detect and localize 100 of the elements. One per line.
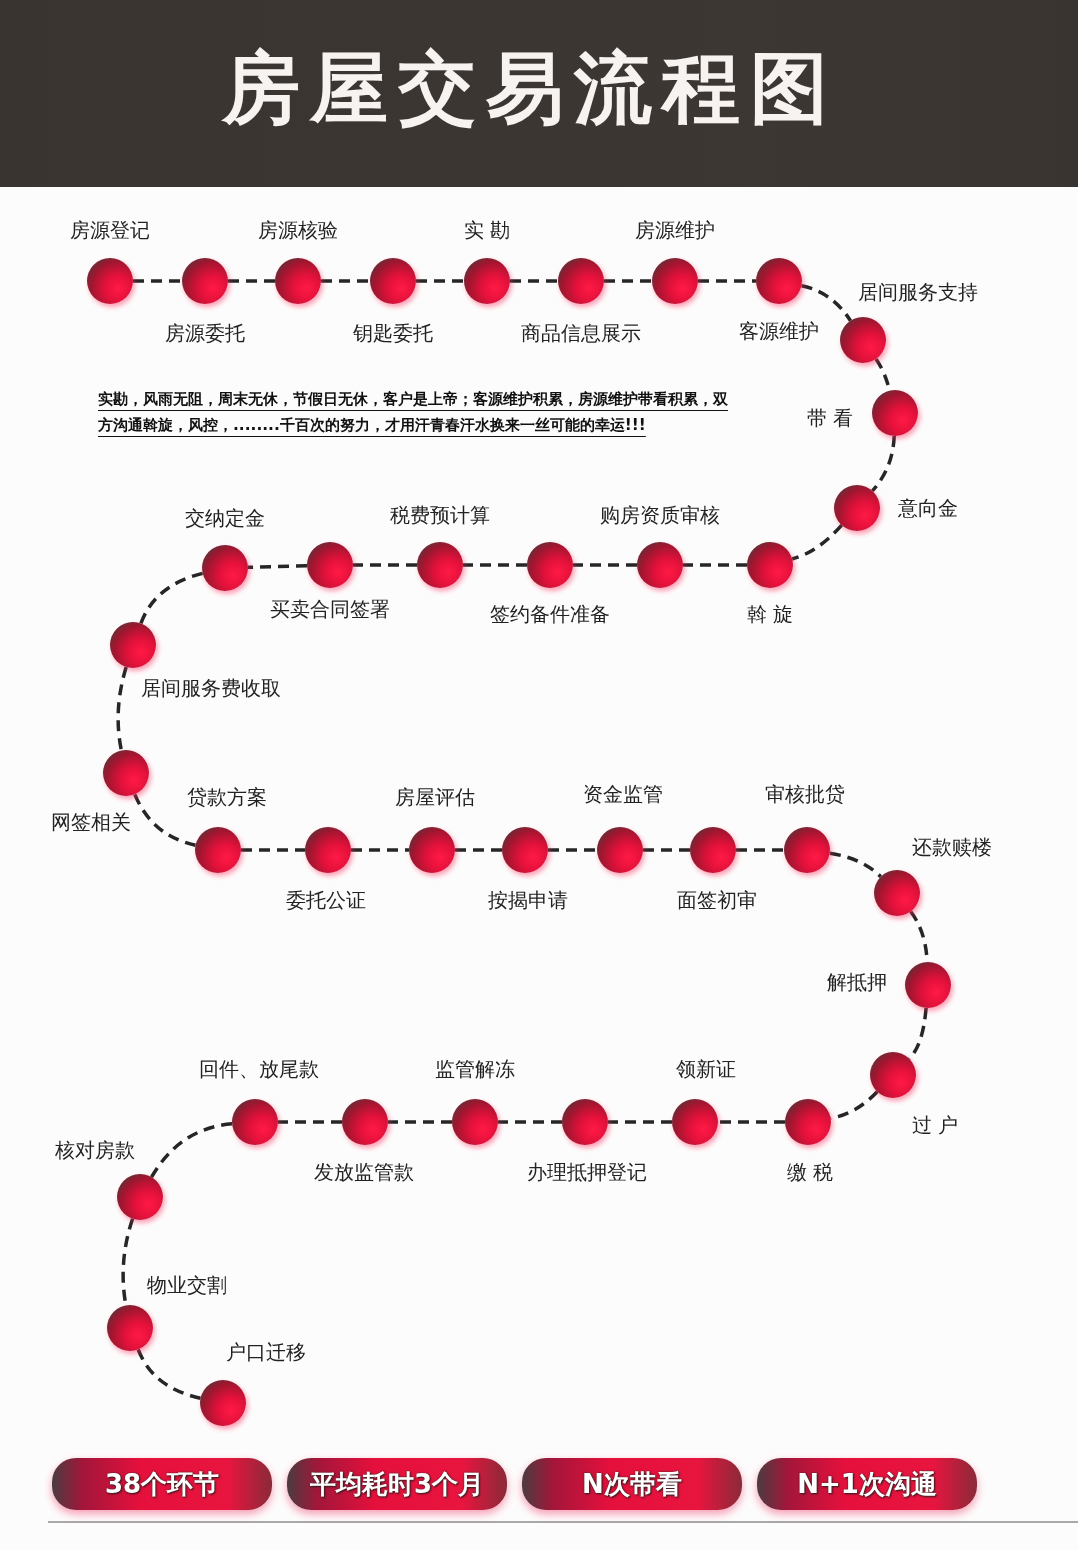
- step-dot: [905, 962, 951, 1008]
- dashed-connector: [871, 435, 896, 493]
- dashed-connector: [736, 848, 784, 852]
- step-label: 买卖合同签署: [270, 596, 390, 622]
- step-dot: [785, 1099, 831, 1145]
- step-label: 面签初审: [677, 887, 757, 913]
- step-dot: [502, 827, 548, 873]
- step-label: 回件、放尾款: [199, 1056, 319, 1082]
- dashed-connector: [801, 284, 852, 322]
- step-dot: [834, 485, 880, 531]
- dashed-connector: [150, 1122, 233, 1179]
- step-dot: [672, 1099, 718, 1145]
- stat-text: 平均耗时3个月: [309, 1467, 485, 1501]
- step-dot: [747, 542, 793, 588]
- step-dot: [342, 1099, 388, 1145]
- step-dot: [527, 542, 573, 588]
- title: 房屋交易流程图: [220, 42, 839, 135]
- step-dot: [872, 390, 918, 436]
- step-label: 还款赎楼: [912, 834, 992, 860]
- step-dot: [200, 1380, 246, 1426]
- step-dot: [110, 622, 156, 668]
- step-label: 过 户: [911, 1112, 959, 1138]
- step-dot: [182, 258, 228, 304]
- dashed-connector: [573, 563, 637, 567]
- step-dot: [597, 827, 643, 873]
- step-label: 房屋评估: [395, 784, 475, 810]
- step-dot: [232, 1099, 278, 1145]
- step-dot: [305, 827, 351, 873]
- step-label: 物业交割: [147, 1272, 227, 1298]
- step-dot: [452, 1099, 498, 1145]
- step-dot: [195, 827, 241, 873]
- step-dot: [409, 827, 455, 873]
- step-label: 房源维护: [635, 217, 715, 243]
- step-label: 交纳定金: [185, 505, 265, 531]
- step-dot: [652, 258, 698, 304]
- step-dot: [307, 542, 353, 588]
- stat-text: N次带看: [582, 1467, 682, 1501]
- step-label: 领新证: [676, 1056, 736, 1082]
- dashed-connector: [241, 848, 305, 852]
- step-label: 网签相关: [51, 809, 131, 835]
- step-label: 居间服务费收取: [141, 675, 281, 701]
- dashed-connector: [321, 279, 370, 283]
- step-label: 斡 旋: [746, 601, 794, 627]
- dashed-connector: [416, 279, 464, 283]
- step-dot: [874, 870, 920, 916]
- dashed-connector: [116, 666, 128, 751]
- dashed-connector: [463, 563, 527, 567]
- step-label: 按揭申请: [488, 887, 568, 913]
- step-dot: [370, 258, 416, 304]
- dashed-connector: [608, 1120, 672, 1124]
- step-dot: [464, 258, 510, 304]
- dashed-connector: [548, 848, 597, 852]
- dashed-connector: [683, 563, 747, 567]
- dashed-connector: [829, 851, 882, 878]
- step-label: 发放监管款: [314, 1159, 414, 1185]
- step-label: 居间服务支持: [858, 279, 978, 305]
- stat-pill: [757, 1458, 977, 1510]
- step-label: 税费预计算: [390, 502, 490, 528]
- step-label: 购房资质审核: [600, 502, 720, 528]
- dashed-connector: [139, 571, 204, 625]
- stat-text: 38个环节: [104, 1467, 220, 1501]
- step-label: 意向金: [898, 495, 958, 521]
- step-label: 带 看: [806, 405, 854, 431]
- step-label: 解抵押: [827, 969, 887, 995]
- dashed-connector: [388, 1120, 452, 1124]
- dashed-connector: [133, 793, 196, 847]
- step-label: 审核批贷: [765, 781, 845, 807]
- step-label: 房源委托: [165, 320, 245, 346]
- dashed-connector: [510, 279, 558, 283]
- step-dot: [417, 542, 463, 588]
- dashed-connector: [247, 563, 308, 570]
- dashed-connector: [228, 279, 275, 283]
- dashed-connector: [698, 279, 756, 283]
- step-label: 资金监管: [583, 781, 663, 807]
- dashed-connector: [353, 563, 417, 567]
- dashed-connector: [604, 279, 652, 283]
- step-dot: [562, 1099, 608, 1145]
- step-dot: [202, 545, 248, 591]
- step-label: 办理抵押登记: [527, 1159, 647, 1185]
- stat-text: N+1次沟通: [797, 1467, 937, 1501]
- step-dot: [784, 827, 830, 873]
- step-label: 监管解冻: [435, 1056, 515, 1082]
- stat-pill: [522, 1458, 742, 1510]
- step-dot: [840, 317, 886, 363]
- note-text: 实勘，风雨无阻，周末无休，节假日无休，客户是上帝；客源维护积累，房源维护带看积累，双方沟通斡旋，风控，........千百次的努力，才用汗青春汗水换来一丝可能的幸运!!!: [98, 389, 728, 436]
- step-dot: [690, 827, 736, 873]
- dashed-connector: [136, 1348, 201, 1400]
- step-label: 贷款方案: [187, 784, 267, 810]
- step-dot: [756, 258, 802, 304]
- step-dot: [870, 1052, 916, 1098]
- dashed-connector: [278, 1120, 342, 1124]
- step-dot: [117, 1174, 163, 1220]
- dashed-connector: [498, 1120, 562, 1124]
- step-label: 委托公证: [286, 887, 366, 913]
- step-dot: [275, 258, 321, 304]
- step-dot: [637, 542, 683, 588]
- dashed-connector: [791, 524, 843, 561]
- step-label: 商品信息展示: [521, 320, 641, 346]
- step-label: 签约备件准备: [490, 601, 610, 627]
- step-label: 户口迁移: [226, 1339, 306, 1365]
